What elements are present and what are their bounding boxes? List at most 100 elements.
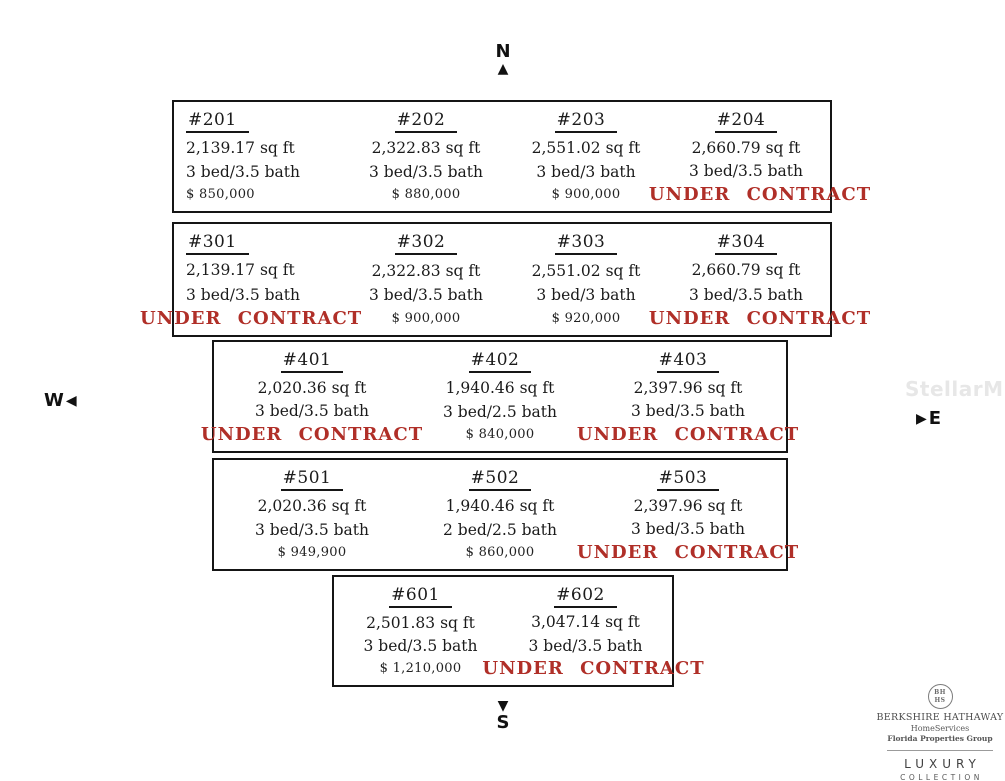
under-contract-label: UNDER CONTRACT — [576, 423, 800, 445]
unit-number: #204 — [714, 110, 778, 133]
compass-south: ▼ S — [487, 699, 519, 732]
unit-sqft: 2,551.02 sq ft — [531, 261, 641, 280]
compass-south-label: S — [496, 712, 510, 733]
unit-bedbath: 3 bed/3.5 bath — [186, 285, 300, 304]
floor-5-box: #501 2,020.36 sq ft 3 bed/3.5 bath $ 949,90… — [212, 458, 798, 571]
unit-card-203: #203 2,551.02 sq ft 3 bed/3 bath $ 900,000 — [506, 110, 666, 204]
unit-number: #201 — [186, 110, 249, 133]
unit-bedbath: 3 bed/3.5 bath — [631, 520, 745, 539]
unit-sqft: 1,940.46 sq ft — [445, 497, 555, 515]
brand-homeservices: HomeServices — [910, 723, 970, 733]
unit-bedbath: 2 bed/2.5 bath — [443, 521, 557, 539]
under-contract-label: UNDER CONTRACT — [648, 307, 872, 329]
unit-sqft: 2,551.02 sq ft — [531, 139, 641, 157]
unit-sqft: 2,397.96 sq ft — [633, 378, 743, 397]
under-contract-label: UNDER CONTRACT — [200, 423, 424, 445]
unit-price: $ 1,210,000 — [379, 660, 462, 676]
unit-bedbath: 3 bed/3.5 bath — [528, 636, 643, 655]
brokerage-logo: BH HS BERKSHIRE HATHAWAY HomeServices Fl… — [876, 684, 1004, 781]
unit-card-502: #502 1,940.46 sq ft 2 bed/2.5 bath $ 860,00… — [406, 468, 594, 562]
north-arrow-icon: ▲ — [497, 61, 509, 77]
unit-price: $ 880,000 — [391, 187, 461, 202]
unit-bedbath: 3 bed/3.5 bath — [631, 402, 745, 421]
unit-number: #302 — [394, 232, 458, 255]
unit-sqft: 2,020.36 sq ft — [257, 378, 367, 397]
unit-bedbath: 3 bed/3 bath — [536, 163, 636, 181]
unit-sqft: 2,397.96 sq ft — [633, 496, 743, 515]
unit-number: #503 — [656, 468, 720, 491]
under-contract-label: UNDER CONTRACT — [648, 183, 872, 205]
unit-bedbath: 3 bed/3.5 bath — [255, 402, 369, 421]
unit-price: $ 900,000 — [391, 310, 461, 326]
unit-price: $ 949,900 — [277, 545, 347, 560]
compass-west-label: W — [44, 390, 64, 411]
south-arrow-icon: ▼ — [497, 698, 509, 714]
brand-divider — [887, 750, 993, 752]
unit-card-402: #402 1,940.46 sq ft 3 bed/2.5 bath $ 840,00… — [406, 350, 594, 444]
brand-collection-label: COLLECTION — [900, 773, 983, 781]
under-contract-label: UNDER CONTRACT — [576, 541, 800, 563]
unit-number: #303 — [554, 232, 618, 255]
floor-2-box: #201 2,139.17 sq ft 3 bed/3.5 bath $ 850,00… — [172, 100, 870, 213]
unit-card-303: #303 2,551.02 sq ft 3 bed/3 bath $ 920,000 — [506, 232, 666, 328]
compass-west: W ◀ — [44, 392, 77, 410]
unit-number: #304 — [714, 232, 778, 255]
unit-number: #403 — [656, 350, 720, 373]
unit-number: #401 — [280, 350, 344, 373]
unit-bedbath: 3 bed/3.5 bath — [689, 162, 803, 181]
unit-number: #602 — [554, 585, 617, 608]
unit-sqft: 1,940.46 sq ft — [445, 379, 555, 397]
unit-sqft: 2,020.36 sq ft — [257, 497, 367, 515]
berkshire-hathaway-seal-icon: BH HS — [927, 684, 953, 709]
unit-price: $ 920,000 — [551, 310, 621, 326]
unit-price: $ 860,000 — [465, 545, 535, 560]
unit-bedbath: 3 bed/2.5 bath — [443, 403, 557, 421]
unit-bedbath: 3 bed/3.5 bath — [255, 521, 369, 539]
unit-number: #402 — [468, 350, 532, 373]
under-contract-label: UNDER CONTRACT — [140, 307, 363, 329]
unit-price: $ 850,000 — [186, 187, 255, 202]
compass-east: ▶ E — [916, 410, 941, 428]
unit-bedbath: 3 bed/3.5 bath — [369, 163, 483, 181]
unit-sqft: 2,139.17 sq ft — [186, 139, 295, 157]
compass-east-label: E — [928, 408, 942, 429]
unit-card-202: #202 2,322.83 sq ft 3 bed/3.5 bath $ 880,00… — [346, 110, 506, 204]
under-contract-label: UNDER CONTRACT — [482, 657, 705, 679]
unit-sqft: 2,660.79 sq ft — [691, 138, 801, 157]
unit-bedbath: 3 bed/3.5 bath — [369, 286, 483, 305]
brand-group-name: Florida Properties Group — [887, 733, 993, 743]
unit-bedbath: 3 bed/3 bath — [536, 286, 636, 305]
unit-sqft: 2,660.79 sq ft — [691, 261, 801, 280]
compass-north-label: N — [495, 41, 511, 62]
unit-card-501: #501 2,020.36 sq ft 3 bed/3.5 bath $ 949,90… — [218, 468, 406, 562]
east-arrow-icon: ▶ — [916, 411, 927, 427]
unit-number: #502 — [468, 468, 532, 491]
unit-bedbath: 3 bed/3.5 bath — [363, 637, 478, 656]
brand-company-name: BERKSHIRE HATHAWAY — [876, 712, 1004, 723]
unit-number: #601 — [389, 585, 452, 608]
unit-number: #202 — [394, 110, 458, 133]
stellar-mls-watermark: StellarMLS — [905, 377, 1005, 401]
unit-bedbath: 3 bed/3.5 bath — [689, 285, 803, 304]
unit-number: #501 — [280, 468, 344, 491]
brand-luxury-label: LUXURY — [904, 757, 981, 772]
unit-number: #203 — [554, 110, 618, 133]
unit-price: $ 840,000 — [465, 427, 535, 442]
compass-north: N ▲ — [487, 41, 519, 77]
west-arrow-icon: ◀ — [65, 393, 77, 409]
unit-price: $ 900,000 — [551, 187, 621, 202]
unit-sqft: 2,322.83 sq ft — [371, 139, 481, 157]
